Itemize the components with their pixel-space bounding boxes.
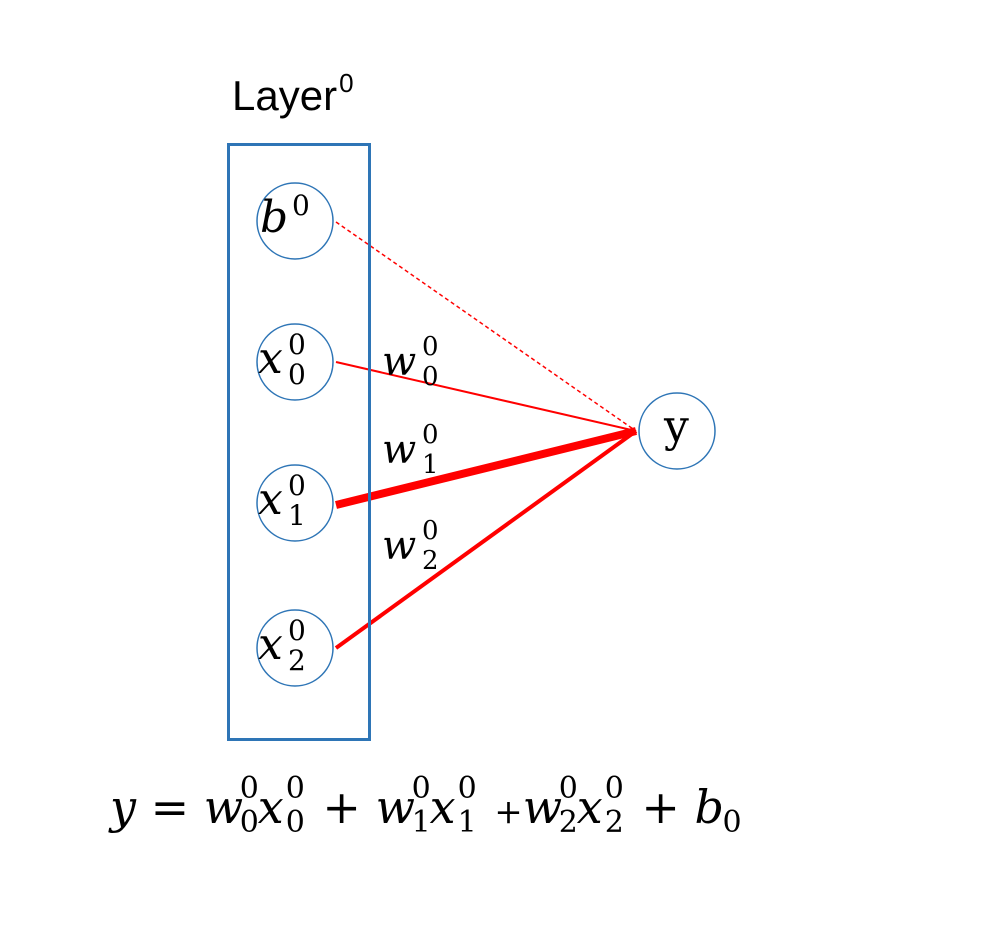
eq-w2-base: w: [522, 780, 563, 834]
eq-w0-sup: 0: [239, 771, 259, 806]
eq-x2-base: x: [576, 780, 603, 834]
node-x2: [256, 609, 334, 687]
node-x1-base: x: [258, 474, 283, 525]
eq-x2-sup: 0: [604, 771, 624, 806]
node-output-y: [638, 392, 716, 470]
eq-w1-sup: 0: [411, 771, 431, 806]
eq-x0-sup: 0: [285, 771, 305, 806]
eq-w2-sub: 2: [558, 805, 578, 840]
eq-x0-base: x: [257, 780, 284, 834]
weight-w0-label: w 0 0: [382, 334, 439, 390]
node-x1-sub: 1: [288, 499, 306, 532]
node-x0-sub: 0: [288, 358, 306, 391]
node-x2-sup: 0: [288, 614, 306, 647]
eq-x1-base: x: [429, 780, 456, 834]
node-x1-sup: 0: [288, 469, 306, 502]
eq-x1-sup: 0: [457, 771, 477, 806]
edge-x1-to-y: [335, 427, 637, 509]
node-bias: [256, 182, 334, 260]
eq-w1-base: w: [375, 780, 415, 834]
node-x0-base: x: [258, 333, 283, 384]
edge-x0-to-y: [335, 361, 637, 432]
node-x0: [256, 323, 334, 401]
weight-w2-sup: 0: [422, 516, 439, 546]
eq-lhs: y: [110, 780, 136, 834]
eq-x2-sub: 2: [604, 805, 624, 840]
eq-x1-sub: 1: [457, 805, 477, 840]
layer-title-text: Layer: [232, 72, 338, 119]
weight-w1-sup: 0: [422, 420, 439, 450]
node-bias-sup: 0: [292, 189, 310, 222]
eq-plus-3: +: [641, 780, 680, 834]
node-x2-base: x: [258, 619, 283, 670]
edge-x2-to-y: [334, 429, 638, 650]
weight-w0-sub: 0: [422, 362, 439, 392]
eq-equals: =: [150, 780, 190, 834]
layer-title-superscript: 0: [339, 68, 354, 98]
node-x2-label: x 0 2: [258, 617, 306, 675]
eq-b0-sub: 0: [722, 805, 742, 840]
eq-w0-base: w: [203, 780, 244, 834]
node-x0-sup: 0: [288, 328, 306, 361]
node-bias-label: b 0: [260, 192, 310, 240]
node-x0-label: x 0 0: [258, 331, 306, 389]
weight-w1-base: w: [382, 427, 417, 473]
weight-w2-base: w: [382, 523, 417, 569]
layer-box: [227, 143, 371, 741]
weight-w1-label: w 0 1: [382, 422, 439, 478]
layer-title: Layer0: [232, 68, 354, 120]
weight-w1-sub: 1: [422, 450, 439, 480]
eq-plus-1: +: [322, 780, 361, 834]
node-output-label: y: [664, 401, 689, 452]
eq-x0-sub: 0: [285, 805, 305, 840]
node-x1-label: x 0 1: [258, 472, 306, 530]
weight-w0-base: w: [382, 339, 417, 385]
eq-w2-sup: 0: [558, 771, 578, 806]
weight-w2-label: w 0 2: [382, 518, 439, 574]
weight-w0-sup: 0: [422, 332, 439, 362]
eq-w1-sub: 1: [411, 805, 431, 840]
eq-w0-sub: 0: [239, 805, 259, 840]
eq-plus-2: +: [494, 792, 523, 832]
node-x2-sub: 2: [288, 644, 306, 677]
edge-bias-to-y: [335, 221, 637, 432]
node-bias-base: b: [260, 192, 289, 243]
eq-b0-base: b: [694, 780, 724, 834]
weight-w2-sub: 2: [422, 546, 439, 576]
node-x1: [256, 464, 334, 542]
